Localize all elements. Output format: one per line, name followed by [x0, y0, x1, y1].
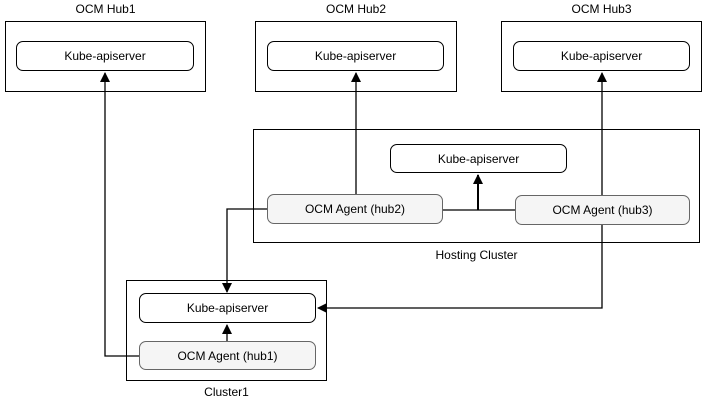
hub3-title: OCM Hub3: [571, 2, 632, 16]
agent-hub2: OCM Agent (hub2): [267, 194, 443, 224]
hosting-cluster-label: Hosting Cluster: [435, 248, 518, 262]
cluster1-label: Cluster1: [204, 385, 249, 399]
hub2-apiserver: Kube-apiserver: [267, 41, 444, 71]
hub2-title: OCM Hub2: [325, 2, 387, 16]
agent-hub3: OCM Agent (hub3): [515, 195, 690, 225]
hub1-apiserver: Kube-apiserver: [16, 41, 194, 71]
hub1-title: OCM Hub1: [75, 2, 136, 16]
hub3-apiserver: Kube-apiserver: [513, 41, 690, 71]
agent-hub1: OCM Agent (hub1): [139, 341, 316, 370]
hosting-apiserver: Kube-apiserver: [390, 144, 567, 173]
cluster1-apiserver: Kube-apiserver: [139, 293, 316, 323]
